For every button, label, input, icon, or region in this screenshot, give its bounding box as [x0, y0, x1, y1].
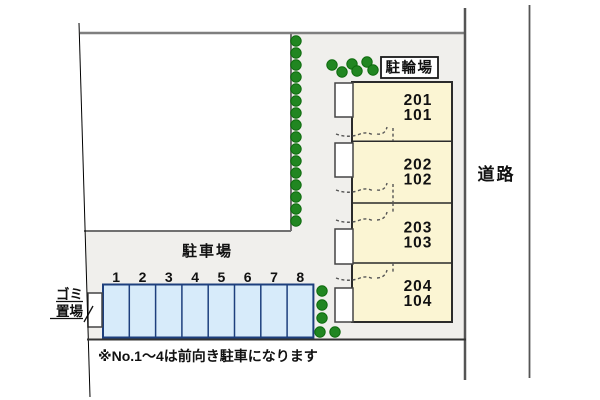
tree-icon [290, 71, 302, 83]
tree-icon [314, 326, 326, 338]
unit-lower-number: 104 [404, 293, 433, 310]
road-label: 道路 [478, 164, 516, 184]
tree-icon [290, 179, 302, 191]
unit-202-102: 202 102 [404, 157, 433, 189]
parking-note: ※No.1～4は前向き駐車になります [98, 348, 318, 364]
tree-icon [367, 64, 379, 76]
tree-cluster-south [314, 285, 341, 338]
entry-path-dashed [335, 126, 394, 141]
bicycle-parking-sign-box [380, 56, 439, 79]
unit-201-101: 201 101 [404, 92, 433, 124]
tree-icon [290, 107, 302, 119]
entrance-porch [334, 228, 354, 265]
stall-number: 7 [270, 269, 278, 285]
unit-204-104: 204 104 [404, 278, 433, 310]
tree-icon [329, 326, 341, 338]
tree-icon [290, 119, 302, 131]
parking-lot-label: 駐車場 [182, 242, 233, 260]
tree-icon [316, 312, 328, 324]
entrance-porch [334, 287, 354, 323]
tree-icon [336, 66, 348, 78]
west-boundary-line [78, 22, 91, 398]
tree-icon [361, 56, 373, 68]
entry-path-dashed [335, 203, 394, 223]
tree-icon [290, 83, 302, 95]
entrance-porch [334, 142, 354, 178]
entry-path-dashed [335, 263, 394, 281]
stall-number: 4 [191, 269, 199, 285]
tree-icon [326, 59, 338, 71]
stall-number: 6 [244, 269, 252, 285]
garbage-label-line2: 置場 [56, 303, 83, 319]
stall-number: 3 [165, 269, 173, 285]
tree-icon [290, 131, 302, 143]
unit-lower-number: 102 [404, 172, 433, 189]
tree-icon [290, 167, 302, 179]
unit-upper-number: 202 [404, 157, 433, 174]
tree-icon [290, 47, 302, 59]
tree-icon [351, 65, 363, 77]
unit-upper-number: 201 [404, 92, 433, 109]
tree-icon [290, 203, 302, 215]
entrance-porch [334, 82, 354, 118]
unit-upper-number: 203 [404, 220, 433, 237]
tree-cluster-north [326, 56, 379, 78]
tree-row-west [290, 35, 302, 227]
tree-icon [290, 35, 302, 47]
unit-203-103: 203 103 [404, 220, 433, 252]
unit-upper-number: 204 [404, 278, 433, 295]
garbage-label-line1: ゴミ [56, 286, 83, 302]
tree-icon [290, 143, 302, 155]
adjacent-building-block [79, 34, 291, 231]
tree-icon [290, 215, 302, 227]
entry-path-dashed [335, 182, 394, 202]
tree-icon [290, 191, 302, 203]
garbage-leader-line [83, 305, 94, 323]
stall-number: 8 [296, 269, 304, 285]
unit-lower-number: 103 [404, 235, 433, 252]
garbage-area-box [87, 292, 103, 328]
unit-lower-number: 101 [404, 107, 433, 124]
tree-icon [316, 299, 328, 311]
stall-number: 1 [112, 269, 120, 285]
tree-icon [290, 155, 302, 167]
tree-icon [316, 285, 328, 297]
tree-icon [290, 95, 302, 107]
stall-number: 2 [139, 269, 147, 285]
tree-icon [290, 59, 302, 71]
stall-number: 5 [218, 269, 226, 285]
bicycle-parking-label: 駐輪場 [386, 59, 434, 77]
building-outline [351, 81, 453, 323]
